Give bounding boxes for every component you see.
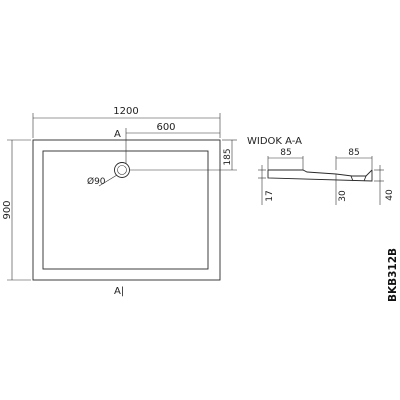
drain-symbol	[98, 162, 130, 187]
height-right-label: 40	[385, 189, 395, 201]
rim-left-dimension	[267, 156, 304, 170]
width-dimension	[32, 113, 221, 138]
tray-outline	[32, 139, 221, 281]
drain-offset-y-dimension	[130, 139, 237, 171]
rim-right-label: 85	[348, 148, 359, 158]
section-view: WIDOK A-A 85 85 17 30	[247, 136, 395, 205]
basin-outline	[42, 150, 209, 270]
plan-view: Ø90 1200 600 A 185 900	[2, 106, 237, 297]
product-code: BKB312B	[387, 248, 399, 302]
height-left-label: 17	[265, 190, 275, 201]
height-middle-label: 30	[338, 190, 348, 202]
drain-offset-y-label: 185	[223, 148, 233, 165]
rim-left-label: 85	[280, 148, 291, 158]
depth-label: 900	[2, 200, 13, 219]
tray-profile	[267, 169, 373, 182]
height-left-dimension	[258, 165, 266, 205]
drain-diameter-label: Ø90	[87, 176, 106, 187]
drain-offset-x-dimension	[125, 128, 220, 163]
section-mark-bottom: A|	[114, 286, 124, 297]
section-mark-top: A	[114, 129, 121, 140]
height-right-dimension	[374, 165, 384, 205]
width-label: 1200	[113, 106, 138, 117]
rim-right-dimension	[335, 156, 373, 170]
section-title: WIDOK A-A	[247, 136, 302, 147]
drain-offset-x-label: 600	[156, 122, 175, 133]
depth-dimension	[7, 139, 31, 281]
